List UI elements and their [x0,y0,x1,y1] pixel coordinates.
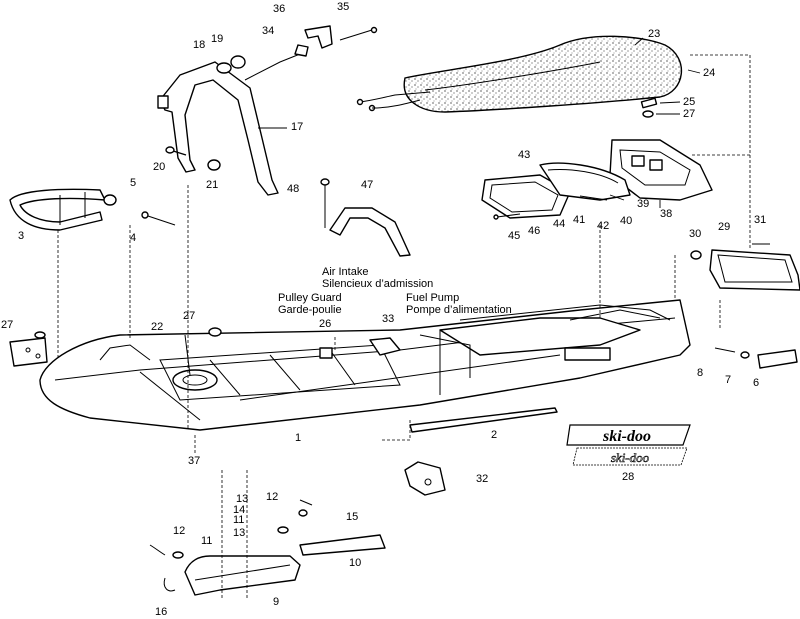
upper-bracket [294,25,378,57]
callout-9: 9 [273,596,280,608]
taillight-housing [609,139,713,201]
grab-handle [157,61,279,196]
callout-5: 5 [130,177,137,189]
air-intake-label-en: Air Intake [322,266,369,278]
callout-7: 7 [725,374,732,386]
callout-42: 42 [597,220,610,232]
hitch-bracket [9,337,48,367]
callout-28: 28 [622,471,635,483]
rear-rack [320,178,411,257]
callout-20: 20 [153,161,166,173]
taillight-screw [493,213,521,220]
fuel-pump-label-fr: Pompe d’alimentation [406,304,512,316]
fuel-pump-label-en: Fuel Pump [406,292,460,304]
callout-10: 10 [349,557,362,569]
callout-3: 3 [18,230,25,242]
callout-19: 19 [211,33,224,45]
license-plate-frame [709,249,800,291]
side-trim [409,407,558,433]
callout-38: 38 [660,208,673,220]
callout-29: 29 [718,221,731,233]
callout-27-c: 27 [1,319,14,331]
callout-27-a: 27 [683,108,696,120]
callout-11-b: 11 [201,535,213,547]
callout-45: 45 [508,230,521,242]
mount-bracket [404,461,446,496]
callout-6: 6 [753,377,760,389]
callout-25: 25 [683,96,696,108]
guard-hardware [149,499,313,592]
callout-14: 14 [233,504,246,516]
callout-35: 35 [337,1,350,13]
taillight-lens [481,162,631,219]
callout-13-b: 13 [233,527,246,539]
callout-48: 48 [287,183,300,195]
callout-13-a: 13 [236,493,249,505]
pulley-guard-label-fr: Garde-poulie [278,304,342,316]
callout-12-b: 12 [173,525,186,537]
reflector [757,349,798,369]
callout-32: 32 [476,473,489,485]
callout-12-a: 12 [266,491,279,503]
air-intake-label-fr: Silencieux d’admission [322,278,434,290]
callout-33: 33 [382,313,395,325]
bumper-bolt [103,194,176,226]
guard-plate [299,534,386,556]
logo-subtext: ski-doo [611,450,650,465]
callout-11-a: 11 [233,514,245,526]
callout-22: 22 [151,321,164,333]
pulley-guard-label-en: Pulley Guard [278,292,342,304]
seat-clip [640,97,658,118]
callout-8: 8 [697,367,704,379]
callout-37: 37 [188,455,201,467]
chassis [39,299,691,431]
callout-16: 16 [155,606,168,618]
callout-18: 18 [193,39,206,51]
ski-doo-logo: ski-doo ski-doo [565,420,695,468]
callout-40: 40 [620,215,633,227]
front-bumper [9,188,106,231]
callout-15: 15 [346,511,359,523]
pulley-guard [184,555,301,596]
seat [356,35,682,113]
callout-2: 2 [491,429,498,441]
callout-4: 4 [130,232,137,244]
callout-27-b: 27 [183,310,196,322]
callout-43: 43 [518,149,531,161]
callout-39: 39 [637,198,650,210]
callout-23: 23 [648,28,661,40]
callout-1: 1 [295,432,302,444]
callout-21: 21 [206,179,219,191]
backrest-nut [165,55,246,171]
callout-31: 31 [754,214,767,226]
callout-46: 46 [528,225,541,237]
callout-44: 44 [553,218,566,230]
callout-30: 30 [689,228,702,240]
callout-26: 26 [319,318,332,330]
logo-text: ski-doo [602,428,651,445]
callout-17: 17 [291,121,304,133]
callout-47: 47 [361,179,374,191]
callout-36: 36 [273,3,286,15]
callout-24: 24 [703,67,716,79]
callout-34: 34 [262,25,275,37]
callout-41: 41 [573,214,586,226]
